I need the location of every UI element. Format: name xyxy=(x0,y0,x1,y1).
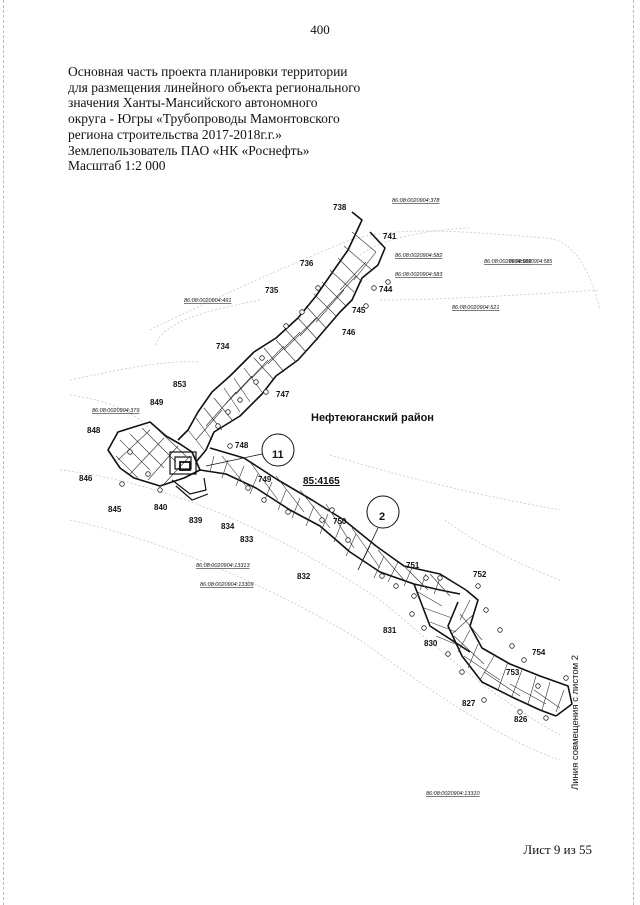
point-label: 845 xyxy=(108,505,122,514)
cadastral-labels: 86:08:0020904:378 86:08:0020904:586 86:0… xyxy=(92,198,552,797)
point-labels: 738 741 736 744 735 745 746 734 853 747 … xyxy=(79,203,546,724)
point-label: 749 xyxy=(258,475,272,484)
land-user-line: Землепользователь ПАО «НК «Роснефть» xyxy=(68,142,310,158)
cadastral-label: 86:08:0020904:585 xyxy=(509,259,552,265)
point-label: 750 xyxy=(333,517,347,526)
cadastral-label: 86:08:0020904:378 xyxy=(392,198,440,204)
cadastral-label: 86:08:0020904:13313 xyxy=(196,563,250,569)
quarter-label: 85:4165 xyxy=(303,476,340,487)
sheet-footer: Лист 9 из 55 xyxy=(523,842,592,857)
point-label: 853 xyxy=(173,380,187,389)
background-parcels xyxy=(59,227,601,761)
point-label: 826 xyxy=(514,715,528,724)
point-label: 839 xyxy=(189,516,203,525)
point-label: 752 xyxy=(473,570,487,579)
title-line: Основная часть проекта планировки террит… xyxy=(68,64,348,79)
district-label: Нефтеюганский район xyxy=(311,412,434,424)
point-label: 747 xyxy=(276,390,290,399)
right-scan-edge xyxy=(633,0,635,905)
point-label: 735 xyxy=(265,286,279,295)
cadastral-label: 86:08:0020904:583 xyxy=(395,272,443,278)
point-label: 846 xyxy=(79,474,93,483)
point-label: 848 xyxy=(87,426,101,435)
left-scan-edge xyxy=(3,0,5,905)
point-label: 827 xyxy=(462,699,476,708)
point-label: 753 xyxy=(506,668,520,677)
title-line: для размещения линейного объекта региона… xyxy=(68,79,361,95)
point-label: 734 xyxy=(216,342,230,351)
scale-line: Масштаб 1:2 000 xyxy=(68,158,166,174)
facility-blocks xyxy=(169,451,209,501)
callout-label-2: 2 xyxy=(379,511,385,523)
corridor-outline xyxy=(107,211,573,717)
cadastral-label: 86:08:0020904:491 xyxy=(184,298,231,304)
point-label: 830 xyxy=(424,639,438,648)
page-number: 400 xyxy=(310,22,330,37)
point-label: 834 xyxy=(221,522,235,531)
point-label: 746 xyxy=(342,328,356,337)
survey-markers xyxy=(119,279,569,721)
point-label: 849 xyxy=(150,398,164,407)
corridor-hatching xyxy=(115,231,565,713)
point-label: 751 xyxy=(406,561,420,570)
point-label: 832 xyxy=(297,572,311,581)
point-label: 754 xyxy=(532,648,546,657)
title-line: значения Ханты-Мансийского автономного xyxy=(68,95,318,111)
title-block: Основная часть проекта планировки террит… xyxy=(68,64,368,174)
point-label: 741 xyxy=(383,232,397,241)
cadastral-label: 86:08:0020904:379 xyxy=(92,408,139,414)
match-line-note: Линия совмещения с листом 2 xyxy=(570,655,581,790)
title-line: округа - Югры «Трубопроводы Мамонтовског… xyxy=(68,111,340,127)
point-label: 744 xyxy=(379,285,393,294)
point-label: 831 xyxy=(383,626,397,635)
point-label: 736 xyxy=(300,259,314,268)
callout-circle-11 xyxy=(261,433,295,467)
callout-label-11: 11 xyxy=(272,449,284,461)
point-label: 745 xyxy=(352,306,366,315)
point-label: 748 xyxy=(235,441,249,450)
cadastral-label: 86:08:0020904:521 xyxy=(452,305,499,311)
title-line: региона строительства 2017-2018г.г.» xyxy=(68,126,282,142)
point-label: 840 xyxy=(154,503,168,512)
callout-circle-2 xyxy=(366,495,400,529)
cadastral-label: 86:08:0020904:582 xyxy=(395,253,442,259)
cadastral-label: 86:08:0020904:586 xyxy=(484,259,532,265)
point-label: 833 xyxy=(240,535,254,544)
reference-callouts: 11 2 xyxy=(205,433,400,571)
cadastral-label: 86:08:0020904:13310 xyxy=(426,791,480,797)
point-label: 738 xyxy=(333,203,347,212)
cadastral-label: 86:08:0020904:13309 xyxy=(200,582,254,588)
